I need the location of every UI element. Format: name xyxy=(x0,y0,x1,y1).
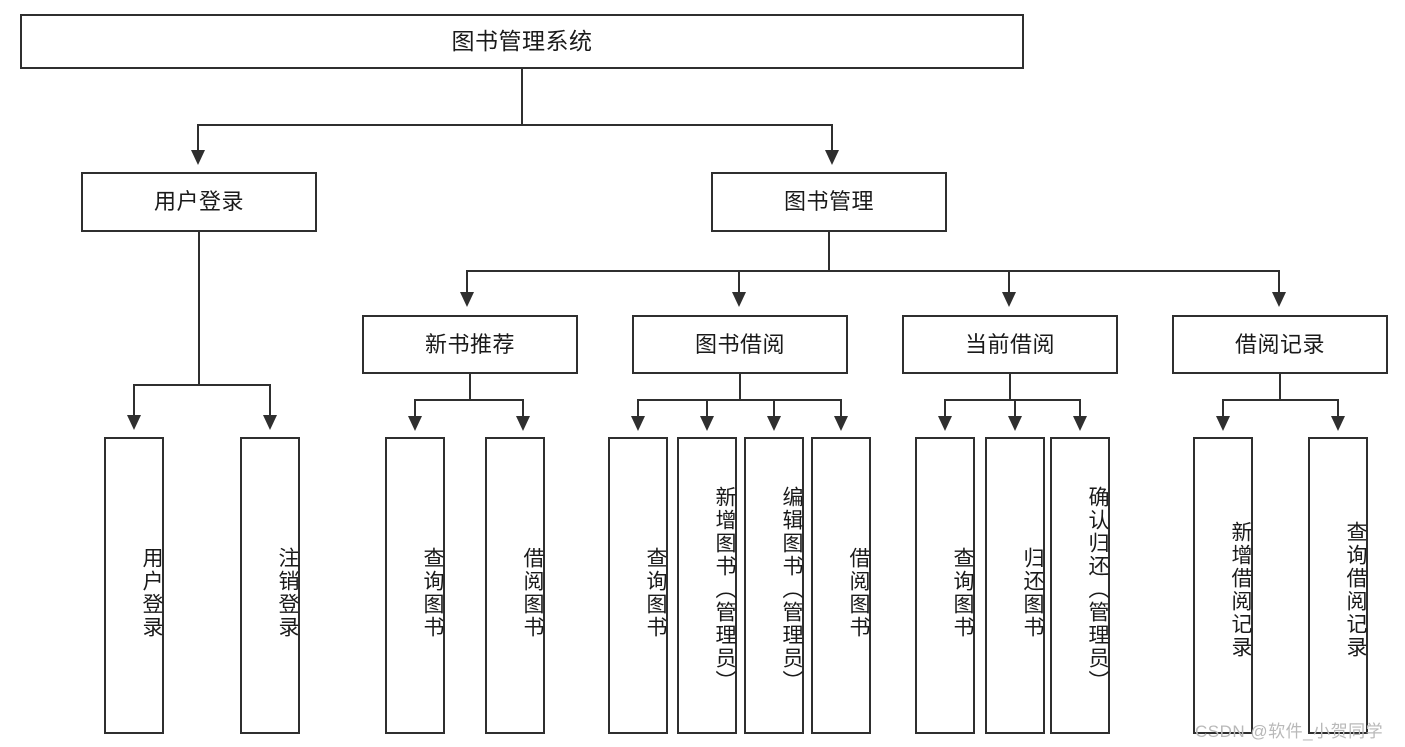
leaf-logout[interactable]: 注销登录 xyxy=(240,437,300,734)
arrowhead-to-leaf-borrow-book xyxy=(834,416,848,431)
connector-current-drop-2 xyxy=(1014,399,1016,417)
connector-user-login-bus xyxy=(133,384,270,386)
connector-borrow-drop-1 xyxy=(637,399,639,417)
arrowhead-to-leaf-borrow-book-recommend xyxy=(516,416,530,431)
connector-record-stem xyxy=(1279,374,1281,400)
connector-user-login-drop-2 xyxy=(269,384,271,416)
leaf-user-login[interactable]: 用户登录 xyxy=(104,437,164,734)
connector-record-drop-2 xyxy=(1337,399,1339,417)
connector-root-drop-right xyxy=(831,124,833,151)
connector-level3-drop-4 xyxy=(1278,270,1280,293)
arrowhead-to-leaf-confirm-return xyxy=(1073,416,1087,431)
arrowhead-to-user-login xyxy=(191,150,205,165)
arrowhead-to-book-management xyxy=(825,150,839,165)
leaf-query-borrow-record[interactable]: 查询借阅记录 xyxy=(1308,437,1368,734)
arrowhead-to-current-borrow xyxy=(1002,292,1016,307)
connector-borrow-bus xyxy=(637,399,841,401)
leaf-return-book[interactable]: 归还图书 xyxy=(985,437,1045,734)
connector-book-management-stem xyxy=(828,232,830,271)
connector-user-login-stem xyxy=(198,232,200,385)
connector-root-stem xyxy=(521,69,523,125)
arrowhead-to-book-borrow xyxy=(732,292,746,307)
connector-recommend-bus xyxy=(414,399,524,401)
node-book-borrow[interactable]: 图书借阅 xyxy=(632,315,848,374)
arrowhead-to-leaf-logout xyxy=(263,415,277,430)
connector-root-bus xyxy=(197,124,833,126)
arrowhead-to-leaf-user-login xyxy=(127,415,141,430)
connector-borrow-drop-3 xyxy=(773,399,775,417)
connector-current-drop-3 xyxy=(1079,399,1081,417)
leaf-add-borrow-record[interactable]: 新增借阅记录 xyxy=(1193,437,1253,734)
node-user-login[interactable]: 用户登录 xyxy=(81,172,317,232)
leaf-query-book-current[interactable]: 查询图书 xyxy=(915,437,975,734)
connector-current-stem xyxy=(1009,374,1011,400)
arrowhead-to-leaf-add-record xyxy=(1216,416,1230,431)
connector-record-bus xyxy=(1222,399,1339,401)
arrowhead-to-leaf-return-book xyxy=(1008,416,1022,431)
connector-borrow-drop-4 xyxy=(840,399,842,417)
connector-record-drop-1 xyxy=(1222,399,1224,417)
arrowhead-to-leaf-edit-book xyxy=(767,416,781,431)
connector-recommend-drop-1 xyxy=(414,399,416,417)
connector-user-login-drop-1 xyxy=(133,384,135,416)
connector-current-drop-1 xyxy=(944,399,946,417)
connector-level3-bus xyxy=(466,270,1280,272)
connector-recommend-stem xyxy=(469,374,471,400)
leaf-query-book-borrow[interactable]: 查询图书 xyxy=(608,437,668,734)
leaf-query-book-recommend[interactable]: 查询图书 xyxy=(385,437,445,734)
arrowhead-to-leaf-query-book-recommend xyxy=(408,416,422,431)
node-book-management[interactable]: 图书管理 xyxy=(711,172,947,232)
leaf-add-book-admin[interactable]: 新增图书（管理员） xyxy=(677,437,737,734)
leaf-edit-book-admin[interactable]: 编辑图书（管理员） xyxy=(744,437,804,734)
arrowhead-to-leaf-add-book xyxy=(700,416,714,431)
arrowhead-to-leaf-query-book-borrow xyxy=(631,416,645,431)
arrowhead-to-leaf-query-book-current xyxy=(938,416,952,431)
connector-recommend-drop-2 xyxy=(522,399,524,417)
node-borrow-record[interactable]: 借阅记录 xyxy=(1172,315,1388,374)
leaf-borrow-book[interactable]: 借阅图书 xyxy=(811,437,871,734)
arrowhead-to-leaf-query-record xyxy=(1331,416,1345,431)
connector-current-bus xyxy=(944,399,1079,401)
connector-level3-drop-2 xyxy=(738,270,740,293)
leaf-confirm-return-admin[interactable]: 确认归还（管理员） xyxy=(1050,437,1110,734)
node-new-book-recommend[interactable]: 新书推荐 xyxy=(362,315,578,374)
connector-borrow-drop-2 xyxy=(706,399,708,417)
leaf-borrow-book-recommend[interactable]: 借阅图书 xyxy=(485,437,545,734)
arrowhead-to-borrow-record xyxy=(1272,292,1286,307)
connector-borrow-stem xyxy=(739,374,741,400)
connector-root-drop-left xyxy=(197,124,199,151)
connector-level3-drop-3 xyxy=(1008,270,1010,293)
node-root-book-management-system[interactable]: 图书管理系统 xyxy=(20,14,1024,69)
node-current-borrow[interactable]: 当前借阅 xyxy=(902,315,1118,374)
connector-level3-drop-1 xyxy=(466,270,468,293)
arrowhead-to-new-book-recommend xyxy=(460,292,474,307)
